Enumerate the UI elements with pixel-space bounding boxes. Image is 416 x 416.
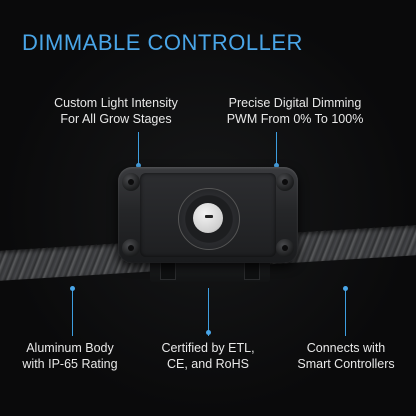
callout-line: Custom Light Intensity <box>54 96 178 110</box>
callout-smart-controllers: Connects with Smart Controllers <box>276 340 416 372</box>
callout-custom-intensity: Custom Light Intensity For All Grow Stag… <box>36 95 196 127</box>
callout-line: CE, and RoHS <box>167 357 249 371</box>
callout-line: Aluminum Body <box>26 341 114 355</box>
corner-screw <box>276 173 294 191</box>
page-title: DIMMABLE CONTROLLER <box>22 30 303 55</box>
callout-certified: Certified by ETL, CE, and RoHS <box>138 340 278 372</box>
corner-screw <box>276 239 294 257</box>
screw-icon <box>282 245 288 251</box>
connector-dot <box>70 286 75 291</box>
callout-line: Certified by ETL, <box>161 341 255 355</box>
callout-aluminum-body: Aluminum Body with IP-65 Rating <box>0 340 140 372</box>
callout-digital-dimming: Precise Digital Dimming PWM From 0% To 1… <box>220 95 370 127</box>
connector-dot <box>343 286 348 291</box>
screw-icon <box>282 179 288 185</box>
callout-line: Precise Digital Dimming <box>228 96 362 110</box>
connector-line <box>276 132 277 166</box>
callout-line: Connects with <box>306 341 386 355</box>
corner-screw <box>122 239 140 257</box>
corner-screw <box>122 173 140 191</box>
callout-line: Smart Controllers <box>297 357 395 371</box>
screw-icon <box>128 179 134 185</box>
connector-dot <box>136 163 141 168</box>
dimmer-knob <box>193 203 223 233</box>
connector-line <box>138 132 139 166</box>
callout-line: PWM From 0% To 100% <box>226 112 364 126</box>
dial-indicator-mark <box>205 215 213 218</box>
connector-line <box>208 288 209 336</box>
callout-line: with IP-65 Rating <box>22 357 118 371</box>
connector-line <box>345 288 346 336</box>
screw-icon <box>128 245 134 251</box>
connector-dot <box>206 330 211 335</box>
callout-line: For All Grow Stages <box>60 112 172 126</box>
connector-dot <box>274 163 279 168</box>
connector-line <box>72 288 73 336</box>
